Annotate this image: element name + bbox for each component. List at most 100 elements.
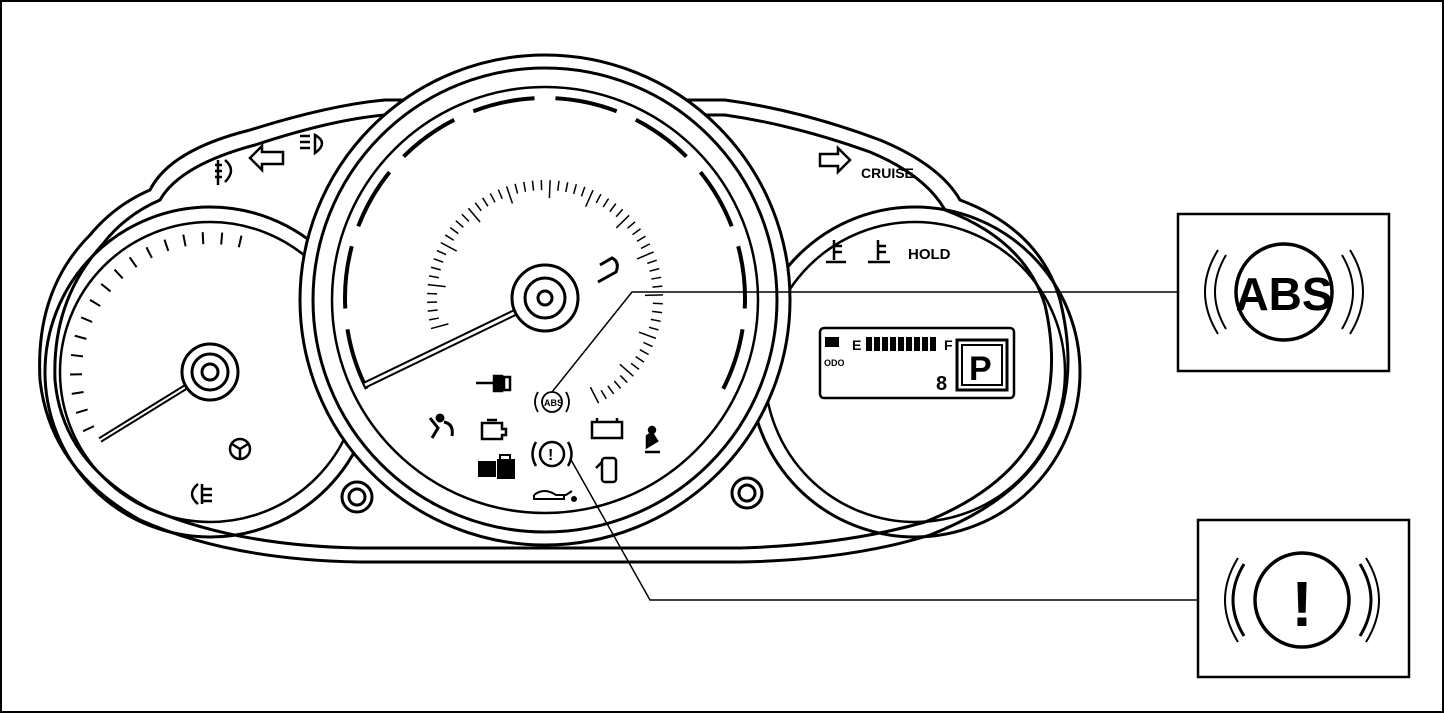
tach-tick [70, 353, 84, 358]
tach-tick [163, 239, 170, 252]
speed-tick [615, 214, 630, 229]
speed-tick [461, 213, 470, 222]
fuel-pump-icon [825, 337, 839, 347]
fuel-bar-segment [866, 337, 872, 351]
speed-tick [602, 198, 610, 208]
speed-tick [449, 227, 459, 235]
oil-pressure-icon [533, 490, 577, 502]
speed-tick [651, 276, 662, 280]
speed-segment [343, 245, 354, 309]
tach-tick [82, 425, 95, 433]
rear-fog-light-icon [190, 483, 212, 505]
hold-label: HOLD [908, 246, 951, 263]
speed-tick [522, 181, 527, 192]
speed-segment [555, 96, 618, 114]
speed-tick [650, 318, 661, 323]
speed-tick [589, 386, 600, 404]
turn-left-arrow-icon [248, 142, 285, 174]
speedometer-gauge [298, 53, 792, 547]
fuel-empty-label: E [852, 337, 861, 353]
speed-tick [440, 241, 458, 252]
speed-tick [635, 356, 645, 363]
speed-segment [402, 118, 456, 158]
speed-tick [630, 362, 640, 370]
high-beam-icon [300, 132, 324, 156]
speed-tick [636, 251, 654, 260]
speed-tick [619, 363, 634, 377]
tach-tick [182, 234, 187, 247]
speed-tick [455, 220, 464, 228]
speed-tick [584, 189, 594, 207]
speed-segment [736, 245, 747, 309]
tach-tick [74, 334, 87, 340]
temperature-hot-icon [868, 240, 890, 264]
battery-icon [590, 418, 624, 440]
tach-tick [201, 232, 205, 245]
speed-tick [427, 309, 438, 312]
fuel-bar-segment [914, 337, 920, 351]
brake-small-label: ! [548, 447, 553, 464]
speed-tick [652, 310, 663, 314]
speed-segment [472, 96, 535, 114]
abs-callout-leader [551, 291, 1178, 393]
airbag-icon [428, 413, 454, 439]
speed-tick [565, 182, 569, 193]
fuel-bar-segment [906, 337, 912, 351]
brake-callout-leader [569, 457, 1198, 601]
speed-tick [430, 323, 449, 330]
tach-tick [80, 316, 93, 323]
security-icon [478, 454, 515, 479]
speed-tick [531, 180, 535, 191]
speed-tick [572, 184, 578, 195]
speed-tick [505, 186, 514, 204]
abs-callout-box: ABS [1176, 212, 1391, 373]
temperature-cold-icon [826, 240, 846, 264]
abs-small-label: ABS [544, 398, 563, 408]
speed-segment [345, 328, 369, 390]
speed-tick [636, 235, 646, 243]
tach-tick [100, 283, 112, 293]
lcd-display: E F ODO 8 P [818, 326, 1016, 400]
fuel-full-label: F [944, 337, 953, 353]
speed-tick [647, 259, 658, 265]
fuel-bar-segment [882, 337, 888, 351]
speed-tick [497, 189, 503, 200]
speed-tick [548, 180, 551, 199]
speed-tick [428, 275, 440, 279]
seatbelt-buckle-icon [476, 374, 512, 393]
brake-callout-box: ! [1196, 518, 1411, 679]
turn-right-arrow-icon [818, 144, 852, 176]
fuel-bar-segment [922, 337, 928, 351]
speed-tick [639, 349, 649, 356]
speed-tick [607, 385, 615, 395]
left-trip-knob [340, 480, 374, 514]
speedometer-ticks [427, 180, 663, 404]
fuel-bar-segment [930, 337, 936, 351]
tach-tick [237, 235, 243, 248]
tachometer-ticks [70, 232, 243, 433]
steering-wheel-icon [228, 437, 252, 461]
gear-indicator: P [969, 350, 992, 388]
odo-label: ODO [824, 358, 845, 368]
speed-tick [652, 285, 663, 288]
speed-tick [428, 317, 440, 321]
speed-tick [643, 341, 653, 348]
speed-tick [557, 180, 560, 191]
speed-tick [430, 266, 441, 271]
speed-tick [600, 389, 607, 400]
tach-tick [128, 256, 138, 268]
speed-tick [514, 183, 519, 194]
speed-tick [474, 202, 482, 212]
speed-tick [489, 193, 496, 203]
speed-tick [648, 326, 659, 331]
speed-tick [638, 331, 657, 340]
speed-tick [580, 186, 586, 197]
speed-tick [640, 243, 651, 250]
abs-callout-label: ABS [1235, 268, 1332, 320]
speed-segment [721, 328, 745, 390]
speed-tick [595, 193, 602, 204]
speed-tick [609, 203, 617, 213]
